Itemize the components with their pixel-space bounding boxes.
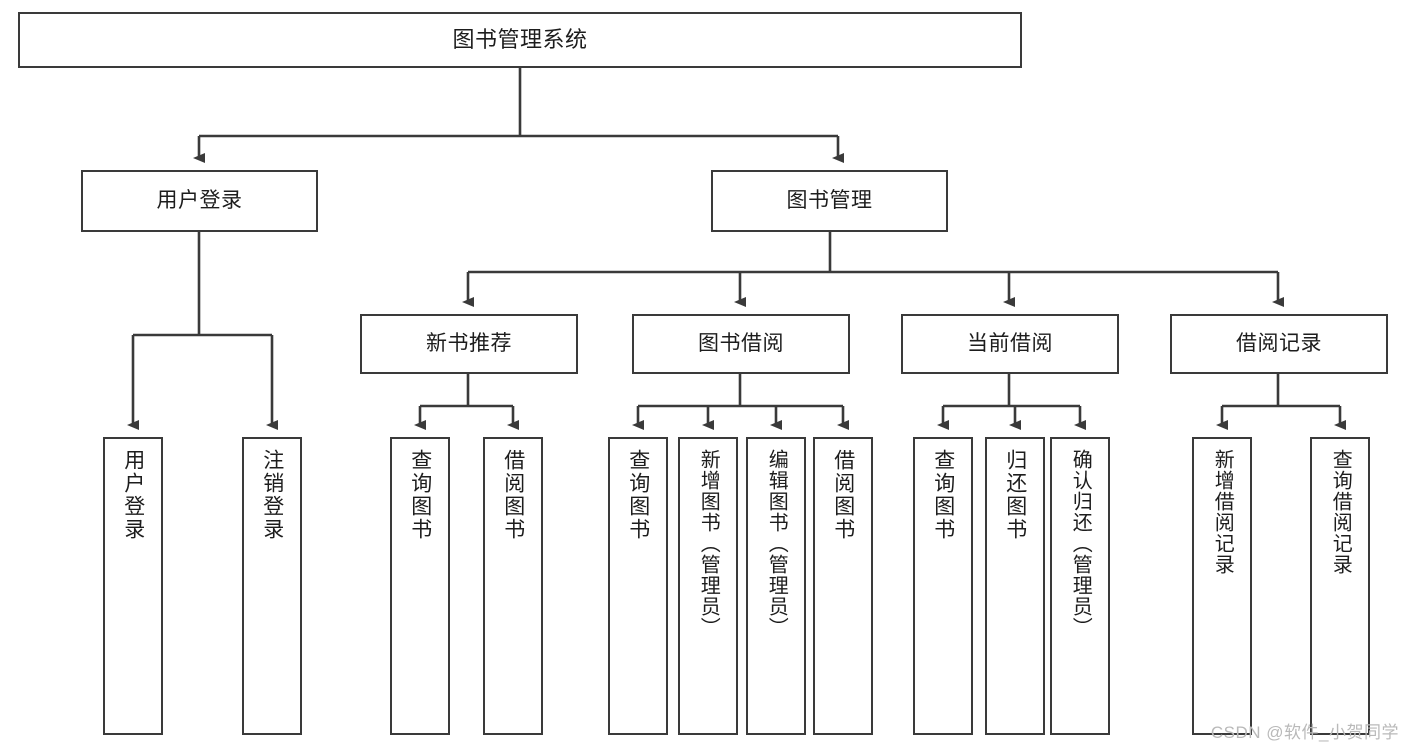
node-book-manage[interactable]: 图书管理: [711, 170, 948, 232]
leaf-user-login[interactable]: 用户登录: [103, 437, 163, 735]
leaf-borrow-book-recommend-label: 借阅图书: [501, 449, 525, 541]
node-current-borrow[interactable]: 当前借阅: [901, 314, 1119, 374]
leaf-borrow-book-label: 借阅图书: [831, 449, 855, 541]
leaf-query-book-current[interactable]: 查询图书: [913, 437, 973, 735]
leaf-borrow-book[interactable]: 借阅图书: [813, 437, 873, 735]
node-root[interactable]: 图书管理系统: [18, 12, 1022, 68]
node-root-label: 图书管理系统: [452, 26, 588, 52]
leaf-return-book-label: 归还图书: [1003, 449, 1027, 541]
node-borrow-record[interactable]: 借阅记录: [1170, 314, 1388, 374]
leaf-confirm-return-admin[interactable]: 确认归还（管理员）: [1050, 437, 1110, 735]
leaf-user-login-label: 用户登录: [121, 449, 145, 541]
leaf-logout[interactable]: 注销登录: [242, 437, 302, 735]
leaf-confirm-return-admin-label: 确认归还（管理员）: [1069, 449, 1092, 638]
node-user-login[interactable]: 用户登录: [81, 170, 318, 232]
leaf-query-borrow-record[interactable]: 查询借阅记录: [1310, 437, 1370, 735]
leaf-edit-book-admin-label: 编辑图书（管理员）: [765, 449, 788, 638]
csdn-watermark: CSDN @软件_小贺同学: [1210, 723, 1399, 742]
node-new-book-recommend-label: 新书推荐: [426, 332, 512, 356]
node-user-login-label: 用户登录: [156, 189, 243, 213]
leaf-add-book-admin-label: 新增图书（管理员）: [697, 449, 720, 638]
leaf-query-book-recommend[interactable]: 查询图书: [390, 437, 450, 735]
leaf-add-book-admin[interactable]: 新增图书（管理员）: [678, 437, 738, 735]
leaf-query-book[interactable]: 查询图书: [608, 437, 668, 735]
leaf-query-book-label: 查询图书: [626, 449, 650, 541]
leaf-borrow-book-recommend[interactable]: 借阅图书: [483, 437, 543, 735]
leaf-query-book-recommend-label: 查询图书: [408, 449, 432, 541]
leaf-query-borrow-record-label: 查询借阅记录: [1329, 449, 1352, 575]
node-book-manage-label: 图书管理: [786, 189, 873, 213]
node-borrow-record-label: 借阅记录: [1236, 332, 1322, 356]
leaf-logout-label: 注销登录: [260, 449, 284, 541]
leaf-add-borrow-record-label: 新增借阅记录: [1211, 449, 1234, 575]
node-book-borrow[interactable]: 图书借阅: [632, 314, 850, 374]
leaf-add-borrow-record[interactable]: 新增借阅记录: [1192, 437, 1252, 735]
node-new-book-recommend[interactable]: 新书推荐: [360, 314, 578, 374]
leaf-edit-book-admin[interactable]: 编辑图书（管理员）: [746, 437, 806, 735]
leaf-return-book[interactable]: 归还图书: [985, 437, 1045, 735]
node-current-borrow-label: 当前借阅: [967, 332, 1053, 356]
node-book-borrow-label: 图书借阅: [698, 332, 784, 356]
leaf-query-book-current-label: 查询图书: [931, 449, 955, 541]
